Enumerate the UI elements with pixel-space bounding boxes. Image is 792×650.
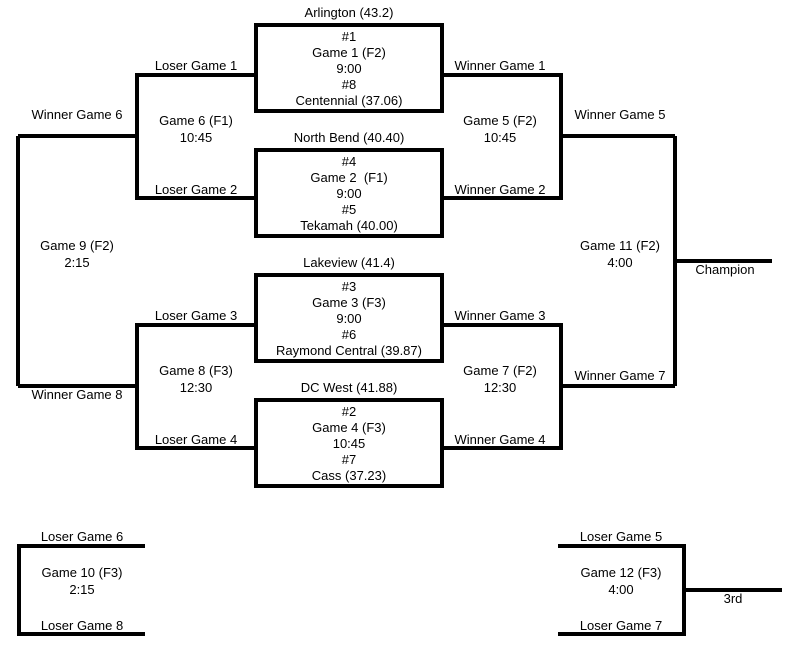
game8-label: Game 8 (F3) xyxy=(159,363,233,378)
game3-box xyxy=(254,273,444,363)
champion-label: Champion xyxy=(695,262,755,277)
game2-time: 9:00 xyxy=(336,186,362,201)
game3-bottom-team: Raymond Central (39.87) xyxy=(276,343,422,358)
game1-bottom-team: Centennial (37.06) xyxy=(295,93,403,108)
game7-top-feed-label: Winner Game 3 xyxy=(454,308,546,323)
game6-bottom-feed-label: Loser Game 2 xyxy=(154,182,238,197)
game3-bottom-seed: #6 xyxy=(341,327,357,342)
game8-top-feed-label: Loser Game 3 xyxy=(154,308,238,323)
game5-time: 10:45 xyxy=(483,130,517,145)
game12-bottom-feed-label: Loser Game 7 xyxy=(579,618,663,633)
game8-time: 12:30 xyxy=(179,380,213,395)
third-place-label: 3rd xyxy=(723,591,743,606)
game6-time: 10:45 xyxy=(179,130,213,145)
game4-box xyxy=(254,398,444,488)
game11-label: Game 11 (F2) xyxy=(580,238,660,253)
game5-output-label: Winner Game 5 xyxy=(574,107,666,122)
game5-label: Game 5 (F2) xyxy=(463,113,537,128)
game4-bottom-team: Cass (37.23) xyxy=(311,468,387,483)
game10-top-feed-label: Loser Game 6 xyxy=(40,529,124,544)
game1-top-seed: #1 xyxy=(341,29,357,44)
game6-top-feed-label: Loser Game 1 xyxy=(154,58,238,73)
game7-time: 12:30 xyxy=(483,380,517,395)
game12-top-feed-label: Loser Game 5 xyxy=(579,529,663,544)
game10-label: Game 10 (F3) xyxy=(41,565,123,580)
game6-label: Game 6 (F1) xyxy=(159,113,233,128)
game1-top-team: Arlington (43.2) xyxy=(304,5,394,20)
game4-bottom-seed: #7 xyxy=(341,452,357,467)
game4-top-team: DC West (41.88) xyxy=(300,380,398,395)
game12-time: 4:00 xyxy=(608,582,634,597)
game8-output-label: Winner Game 8 xyxy=(31,387,123,402)
game2-bottom-team: Tekamah (40.00) xyxy=(300,218,398,233)
game10-bottom-feed-label: Loser Game 8 xyxy=(40,618,124,633)
game4-time: 10:45 xyxy=(332,436,366,451)
game7-output-label: Winner Game 7 xyxy=(574,368,666,383)
game3-time: 9:00 xyxy=(336,311,362,326)
game10-time: 2:15 xyxy=(69,582,95,597)
game3-top-team: Lakeview (41.4) xyxy=(303,255,395,270)
game3-label: Game 3 (F3) xyxy=(312,295,386,310)
game1-box xyxy=(254,23,444,113)
game2-top-team: North Bend (40.40) xyxy=(293,130,405,145)
game7-bottom-feed-label: Winner Game 4 xyxy=(454,432,546,447)
game1-bottom-seed: #8 xyxy=(341,77,357,92)
game5-top-feed-label: Winner Game 1 xyxy=(454,58,546,73)
game6-output-label: Winner Game 6 xyxy=(31,107,123,122)
game3-top-seed: #3 xyxy=(341,279,357,294)
game12-label: Game 12 (F3) xyxy=(580,565,662,580)
game2-top-seed: #4 xyxy=(341,154,357,169)
game1-time: 9:00 xyxy=(336,61,362,76)
game9-time: 2:15 xyxy=(64,255,90,270)
game4-top-seed: #2 xyxy=(341,404,357,419)
game7-label: Game 7 (F2) xyxy=(463,363,537,378)
game2-label: Game 2 (F1) xyxy=(310,170,388,185)
game1-label: Game 1 (F2) xyxy=(312,45,386,60)
game4-label: Game 4 (F3) xyxy=(312,420,386,435)
game8-bottom-feed-label: Loser Game 4 xyxy=(154,432,238,447)
game11-time: 4:00 xyxy=(607,255,633,270)
game2-bottom-seed: #5 xyxy=(341,202,357,217)
game10-bracket xyxy=(17,544,145,636)
game5-bottom-feed-label: Winner Game 2 xyxy=(454,182,546,197)
game2-box xyxy=(254,148,444,238)
game9-label: Game 9 (F2) xyxy=(40,238,114,253)
